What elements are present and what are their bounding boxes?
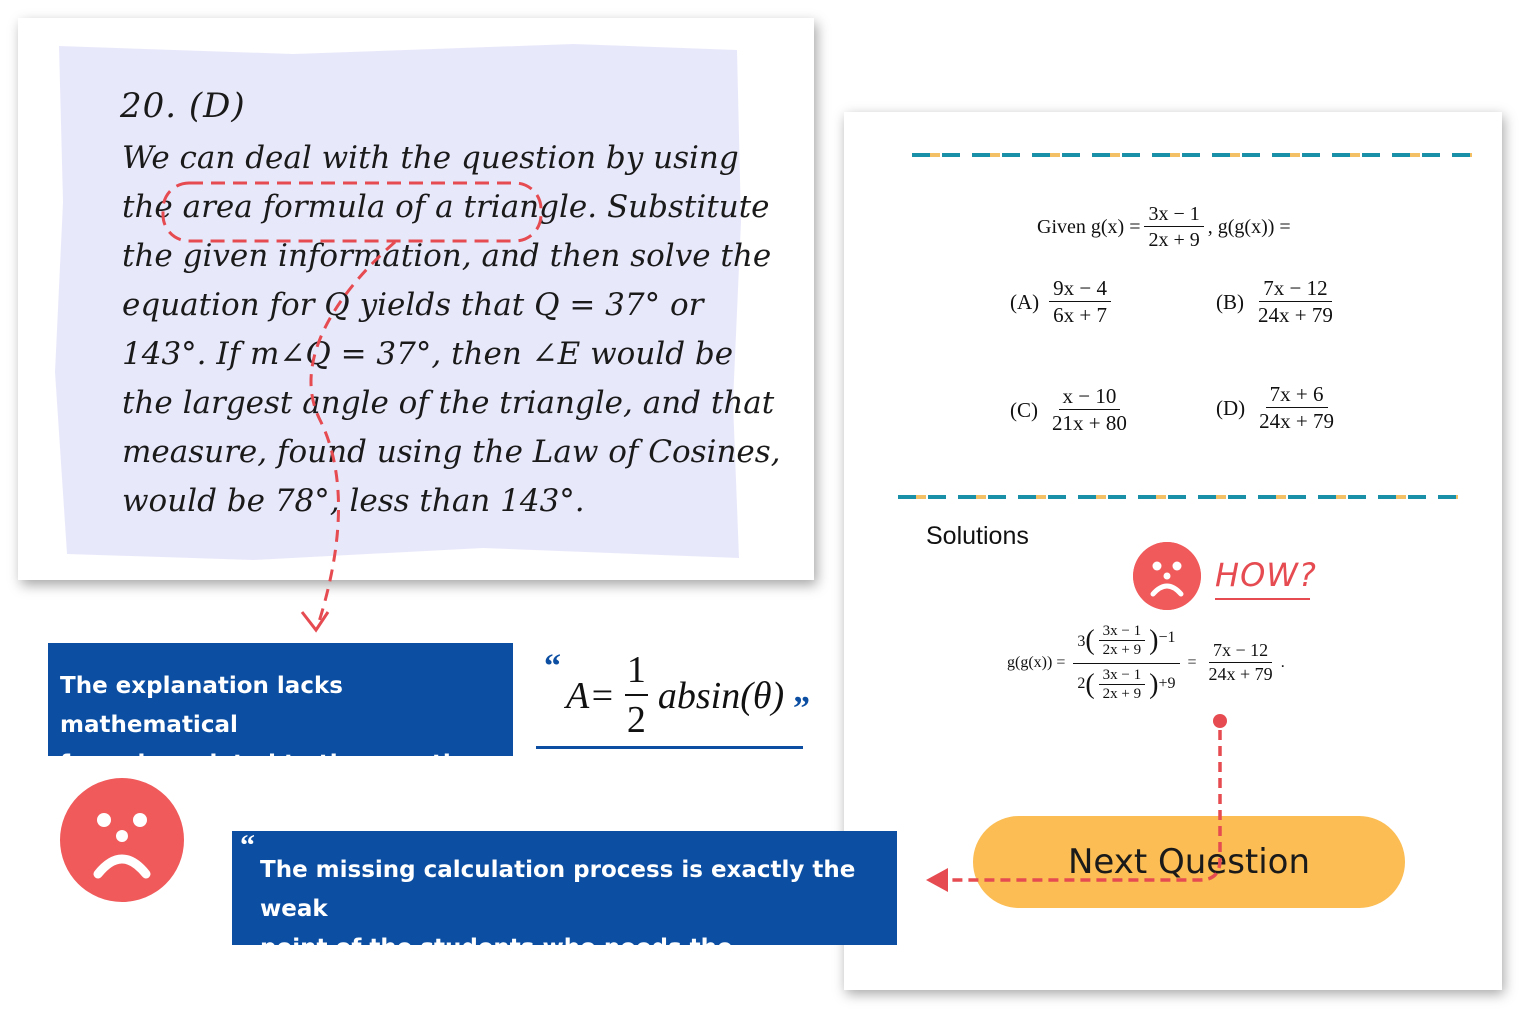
tail-term: −1 (1158, 629, 1176, 646)
next-question-button[interactable]: Next Question (973, 816, 1405, 908)
compound-denominator: 2 ( 3x − 1 2x + 9 ) +9 (1073, 664, 1179, 707)
fraction-numerator: 7x − 12 (1259, 276, 1332, 303)
paren-close: ) (1149, 668, 1159, 700)
callout-line: The missing calculation process is exact… (260, 857, 856, 922)
sad-face-icon (1133, 542, 1201, 610)
fraction-denominator: 24x + 79 (1259, 409, 1334, 434)
fraction-numerator: 7x + 6 (1265, 382, 1328, 409)
option-label: (B) (1216, 290, 1244, 315)
paren-open: ( (1085, 668, 1095, 700)
tail-term: +9 (1158, 675, 1176, 693)
fraction-numerator: 3x − 1 (1098, 622, 1146, 641)
dashed-divider (898, 495, 1458, 499)
option-d[interactable]: (D) 7x + 6 24x + 79 (1216, 382, 1342, 435)
option-fraction: 7x − 12 24x + 79 (1254, 276, 1337, 329)
fraction-denominator: 2x + 9 (1102, 642, 1142, 658)
inner-fraction: 3x − 1 2x + 9 (1098, 622, 1146, 661)
compound-fraction: 3 ( 3x − 1 2x + 9 ) −1 2 ( 3x − 1 2x + 9… (1073, 620, 1180, 707)
coefficient: 3 (1077, 632, 1086, 650)
how-label: HOW? (1215, 556, 1317, 594)
option-fraction: x − 10 21x + 80 (1048, 384, 1131, 437)
question-number-answer: 20. (D) (120, 86, 246, 126)
fraction-numerator: x − 10 (1058, 384, 1121, 411)
fraction-numerator: 9x − 4 (1049, 276, 1111, 303)
option-label: (A) (1010, 290, 1040, 315)
explanation-line: We can deal with the question by using (122, 140, 739, 176)
result-fraction: 7x − 12 24x + 79 (1205, 640, 1277, 686)
fraction-denominator: 24x + 79 (1258, 303, 1333, 328)
dashed-divider (912, 153, 1472, 157)
given-fraction: 3x − 1 2x + 9 (1144, 202, 1204, 253)
option-c[interactable]: (C) x − 10 21x + 80 (1010, 384, 1135, 437)
callout-line: The explanation lacks mathematical (60, 673, 343, 738)
fraction-denominator: 2x + 9 (1102, 685, 1142, 702)
period: . (1280, 654, 1285, 671)
explanation-line: the area formula of a triangle. Substitu… (122, 189, 770, 225)
option-label: (C) (1010, 398, 1038, 423)
paren-open: ( (1085, 625, 1095, 657)
option-b[interactable]: (B) 7x − 12 24x + 79 (1216, 276, 1341, 329)
area-formula: A= 1 2 absin(θ) (560, 648, 784, 745)
close-quote-icon: ” (793, 690, 810, 727)
solution-equation: g(g(x)) = 3 ( 3x − 1 2x + 9 ) −1 2 ( 3x … (1007, 620, 1285, 706)
fraction-numerator: 7x − 12 (1209, 640, 1273, 663)
paren-close: ) (1149, 625, 1159, 657)
option-fraction: 7x + 6 24x + 79 (1255, 382, 1338, 435)
solutions-heading: Solutions (926, 522, 1029, 550)
formula-underline (536, 746, 803, 749)
fraction-numerator: 1 (624, 648, 648, 696)
fraction-numerator: 3x − 1 (1098, 666, 1146, 685)
coefficient: 2 (1077, 675, 1086, 693)
option-label: (D) (1216, 396, 1246, 421)
solution-lhs: g(g(x)) = (1007, 654, 1066, 671)
inner-fraction: 3x − 1 2x + 9 (1098, 666, 1146, 705)
explanation-line: the given information, and then solve th… (122, 238, 772, 274)
given-prefix: Given g(x) = (1037, 216, 1141, 238)
formula-rhs: absin(θ) (657, 675, 785, 718)
question-stem: Given g(x) = 3x − 1 2x + 9 , g(g(x)) = (1037, 202, 1291, 253)
close-quote-icon: ” (422, 971, 437, 1004)
explanation-line: would be 78°, less than 143°. (122, 483, 585, 519)
equals-sign: = (1187, 654, 1197, 671)
callout-line-text: point of the students who needs the expl… (260, 935, 733, 1003)
fraction-denominator: 2x + 9 (1148, 229, 1200, 251)
fraction-denominator: 2 (626, 698, 646, 741)
sad-face-icon (60, 778, 184, 902)
option-a[interactable]: (A) 9x − 4 6x + 7 (1010, 276, 1115, 329)
open-quote-icon: “ (544, 648, 561, 685)
explanation-line: the largest angle of the triangle, and t… (122, 385, 775, 421)
paper-background (55, 44, 741, 560)
callout-text: The missing calculation process is exact… (260, 851, 897, 1010)
callout-line: point of the students who needs the expl… (260, 929, 897, 1010)
callout-line: formulas related to the question: (60, 751, 493, 777)
fraction-denominator: 6x + 7 (1053, 303, 1107, 328)
callout-text: The explanation lacks mathematical formu… (60, 667, 513, 784)
fraction-denominator: 21x + 80 (1052, 411, 1127, 436)
given-suffix: , g(g(x)) = (1207, 216, 1291, 238)
formula-fraction: 1 2 (624, 648, 648, 745)
fraction-denominator: 24x + 79 (1208, 663, 1273, 684)
missing-process-callout: “ The missing calculation process is exa… (232, 829, 897, 1004)
option-fraction: 9x − 4 6x + 7 (1049, 276, 1111, 329)
explanation-line: equation for Q yields that Q = 37° or (122, 287, 704, 323)
how-underline (1215, 598, 1310, 600)
explanation-line: measure, found using the Law of Cosines, (122, 434, 781, 470)
compound-numerator: 3 ( 3x − 1 2x + 9 ) −1 (1073, 620, 1180, 664)
fraction-numerator: 3x − 1 (1144, 202, 1204, 227)
formula-lhs: A= (566, 675, 615, 718)
open-quote-icon: “ (240, 829, 255, 862)
missing-formula-callout: The explanation lacks mathematical formu… (48, 643, 513, 777)
explanation-line: 143°. If m∠Q = 37°, then ∠E would be (122, 336, 734, 372)
